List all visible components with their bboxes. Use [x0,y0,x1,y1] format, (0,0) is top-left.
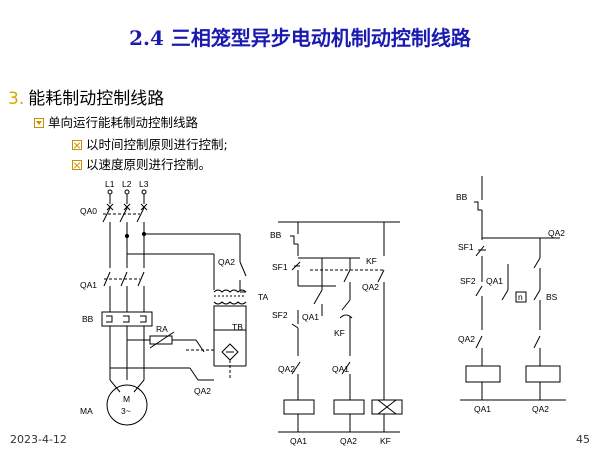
section-title: 能耗制动控制线路 [28,89,165,109]
phase-label: L2 [122,179,132,189]
speed-control-diagram [460,176,566,401]
kf-contact-label: KF [334,328,345,338]
ra-label: RA [156,324,168,334]
qa0-label: QA0 [80,206,97,216]
bb-label: BB [270,230,282,240]
qa1-nc-label: QA1 [332,364,349,374]
coil-label: KF [380,436,391,446]
coil-label: QA1 [290,436,307,446]
qa2-nc-label: QA2 [278,364,295,374]
speed-symbol-label: n [518,292,523,302]
slide-date: 2023-4-12 [10,433,67,446]
main-circuit-diagram [101,189,247,426]
qa1-contact-label: QA1 [486,276,503,286]
section-heading: 3.能耗制动控制线路 [8,84,164,109]
section-number: 3. [8,89,25,109]
qa2-label: QA2 [548,228,565,238]
motor-m-label: M [123,394,130,404]
qa1-label: QA1 [80,280,97,290]
qa2-nc-label: QA2 [458,334,475,344]
phase-label: L1 [105,179,115,189]
time-control-diagram [278,221,403,433]
coil-label: QA2 [532,404,549,414]
qa2-top-label: QA2 [218,257,235,267]
bb-label: BB [456,192,468,202]
sf1-label: SF1 [458,242,474,252]
kf-label: KF [366,256,377,266]
sf2-label: SF2 [460,276,476,286]
ma-label: MA [80,406,93,416]
qa2-bottom-label: QA2 [194,386,211,396]
bb-label: BB [82,314,94,324]
sub-list-item: 以时间控制原则进行控制; [72,134,228,153]
sf1-label: SF1 [272,262,288,272]
sf2-label: SF2 [272,310,288,320]
sub-list-item-text: 以时间控制原则进行控制; [86,137,228,152]
list-item-text: 单向运行能耗制动控制线路 [48,115,199,130]
tb-label: TB [232,322,243,332]
motor-phase-label: 3~ [121,406,131,416]
x-box-icon [72,160,82,170]
phase-label: L3 [139,179,149,189]
coil-label: QA2 [340,436,357,446]
sub-list-item-text: 以速度原则进行控制。 [86,157,212,172]
slide-title: 2.4 三相笼型异步电动机制动控制线路 [129,26,471,50]
coil-label: QA1 [474,404,491,414]
qa1-contact-label: QA1 [302,312,319,322]
triangle-box-icon [34,118,44,128]
sub-list-item: 以速度原则进行控制。 [72,154,211,173]
list-item: 单向运行能耗制动控制线路 [34,112,198,131]
page-number: 45 [576,433,590,446]
bs-label: BS [546,292,558,302]
qa2-label: QA2 [362,282,379,292]
ta-label: TA [258,292,269,302]
x-box-icon [72,140,82,150]
